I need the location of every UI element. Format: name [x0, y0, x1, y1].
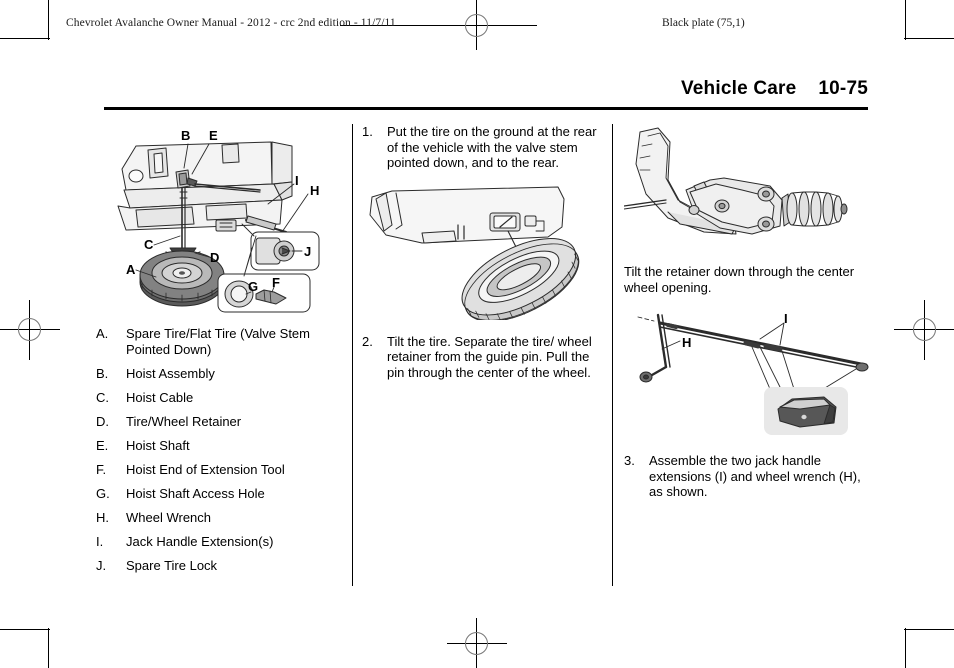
figure-spare-tire-hoist: B E I H C D A J G F	[96, 124, 346, 314]
column-divider-2	[612, 124, 613, 586]
document-meta-line: Chevrolet Avalanche Owner Manual - 2012 …	[66, 17, 396, 29]
figure-1-callout-g: G	[248, 279, 258, 294]
figure-1-callout-h: H	[310, 183, 319, 198]
legend-label: Hoist Cable	[126, 389, 194, 405]
figure-1-callout-d: D	[210, 250, 219, 265]
column-divider-1	[352, 124, 353, 586]
crop-mark-bottom-left-h	[0, 629, 50, 630]
registration-leader-left	[340, 25, 450, 26]
legend-label: Hoist Shaft	[126, 437, 190, 453]
step-text: Put the tire on the ground at the rear o…	[387, 124, 597, 170]
legend-key: A.	[96, 326, 109, 341]
registration-mark-right	[894, 300, 954, 360]
step-number: 3.	[624, 453, 635, 468]
legend-key: D.	[96, 413, 109, 429]
figure-1-callout-j: J	[304, 244, 311, 259]
registration-leader-right	[505, 25, 537, 26]
legend-key: B.	[96, 365, 109, 381]
figure-jack-handle-extensions: H I	[624, 311, 869, 439]
list-item: G. Hoist Shaft Access Hole	[96, 486, 346, 502]
page-title: Vehicle Care	[680, 78, 797, 99]
crop-mark-bottom-right-v	[905, 628, 906, 668]
column-middle: 1. Put the tire on the ground at the rea…	[346, 124, 602, 586]
page-number: 10-75	[818, 78, 868, 99]
legend-key: H.	[96, 509, 109, 525]
registration-mark-bottom	[447, 618, 507, 668]
figure-1-callout-c: C	[144, 237, 154, 252]
header-rule	[104, 107, 868, 110]
step-number: 2.	[362, 333, 373, 349]
list-item: E. Hoist Shaft	[96, 438, 346, 454]
legend-key: E.	[96, 437, 109, 453]
crop-mark-top-left-h	[0, 38, 50, 39]
legend-label: Hoist Assembly	[126, 365, 215, 381]
crop-mark-top-right-h	[904, 38, 954, 39]
retainer-note-text: Tilt the retainer down through the cente…	[624, 264, 855, 295]
legend-key: F.	[96, 461, 107, 477]
legend-label: Tire/Wheel Retainer	[126, 413, 242, 429]
figure-1-callout-b: B	[181, 128, 190, 143]
legend-key: J.	[96, 557, 107, 573]
legend-key: C.	[96, 389, 109, 405]
step-text: Assemble the two jack handle extensions …	[649, 453, 861, 499]
list-item: F. Hoist End of Extension Tool	[96, 462, 346, 478]
figure-1-callout-i: I	[295, 173, 299, 188]
list-item: H. Wheel Wrench	[96, 510, 346, 526]
figure-1-callout-f: F	[272, 275, 280, 290]
step-3: 3. Assemble the two jack handle extensio…	[624, 453, 868, 500]
black-plate-label: Black plate (75,1)	[662, 17, 745, 29]
list-item: C. Hoist Cable	[96, 390, 346, 406]
step-2: 2. Tilt the tire. Separate the tire/ whe…	[362, 334, 602, 381]
legend-label: Wheel Wrench	[126, 509, 212, 525]
legend-label: Hoist Shaft Access Hole	[126, 485, 265, 501]
list-item: I. Jack Handle Extension(s)	[96, 534, 346, 550]
step-text: Tilt the tire. Separate the tire/ wheel …	[387, 333, 592, 380]
legend-key: I.	[96, 533, 104, 549]
step-number: 1.	[362, 124, 373, 139]
legend-label: Spare Tire/Flat Tire (Valve Stem Pointed…	[126, 326, 310, 357]
running-head: Vehicle Care 10-75	[681, 78, 868, 100]
figure-3-callout-i: I	[784, 311, 788, 326]
step-1: 1. Put the tire on the ground at the rea…	[362, 124, 602, 171]
column-right: Tilt the retainer down through the cente…	[602, 124, 869, 586]
list-item: D. Tire/Wheel Retainer	[96, 414, 346, 430]
legend-label: Jack Handle Extension(s)	[126, 533, 274, 549]
list-item: J. Spare Tire Lock	[96, 558, 346, 574]
legend-label: Spare Tire Lock	[126, 557, 218, 573]
crop-mark-top-right-v	[905, 0, 906, 40]
legend-key: G.	[96, 485, 110, 501]
figure-retainer-spring	[624, 124, 868, 252]
figure-3-callout-h: H	[682, 335, 691, 350]
figure-1-callout-e: E	[209, 128, 218, 143]
crop-mark-top-left-v	[48, 0, 49, 40]
page-body: B E I H C D A J G F A. Spare Tire/Flat T…	[96, 124, 869, 586]
figure-tire-on-ground	[362, 185, 602, 320]
list-item: B. Hoist Assembly	[96, 366, 346, 382]
registration-mark-left	[0, 300, 60, 360]
component-legend-list: A. Spare Tire/Flat Tire (Valve Stem Poin…	[96, 326, 346, 573]
figure-1-callout-a: A	[126, 262, 136, 277]
list-item: A. Spare Tire/Flat Tire (Valve Stem Poin…	[96, 326, 346, 357]
column-left: B E I H C D A J G F A. Spare Tire/Flat T…	[96, 124, 346, 586]
registration-mark-top	[447, 0, 507, 52]
legend-label: Hoist End of Extension Tool	[126, 461, 285, 477]
crop-mark-bottom-right-h	[904, 629, 954, 630]
crop-mark-bottom-left-v	[48, 628, 49, 668]
